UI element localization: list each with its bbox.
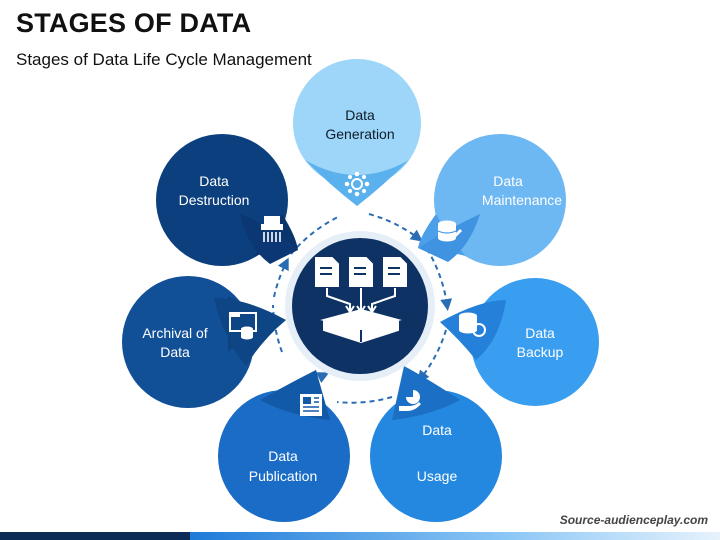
source-credit: Source-audienceplay.com — [559, 513, 708, 527]
stage-usage-line1: Data — [422, 422, 452, 438]
stage-publication: Data Publication — [218, 370, 350, 522]
center-hub — [285, 231, 435, 381]
stage-publication-line1: Data — [268, 448, 298, 464]
stage-maintenance-line2: Maintenance — [482, 192, 562, 208]
stage-archival-line1: Archival of — [142, 325, 207, 341]
stage-generation-line1: Data — [345, 107, 375, 123]
stage-destruction-line1: Data — [199, 173, 229, 189]
folder-database-icon — [229, 312, 257, 340]
stage-destruction: Data Destruction — [156, 134, 298, 266]
page-title: STAGES OF DATA — [16, 8, 252, 38]
stage-archival-line2: Data — [160, 344, 190, 360]
bottom-bar-gradient-segment — [190, 532, 720, 540]
stage-destruction-line2: Destruction — [179, 192, 250, 208]
shredder-icon — [261, 216, 283, 242]
hand-pie-chart-icon — [399, 390, 421, 411]
stage-usage: Data Usage — [370, 366, 502, 522]
stage-generation: Data Generation — [293, 59, 421, 206]
database-wrench-icon — [437, 220, 463, 242]
network-gear-icon — [344, 171, 370, 197]
database-refresh-icon — [459, 312, 486, 337]
stage-backup: Data Backup — [440, 278, 599, 406]
page-subtitle: Stages of Data Life Cycle Management — [16, 50, 312, 69]
newspaper-icon — [300, 394, 322, 416]
stage-publication-line2: Publication — [249, 468, 318, 484]
bottom-bar-dark-segment — [0, 532, 190, 540]
stage-usage-line2: Usage — [417, 468, 458, 484]
stage-backup-line2: Backup — [517, 344, 564, 360]
stage-generation-line2: Generation — [325, 126, 394, 142]
stage-maintenance-line1: Data — [493, 173, 523, 189]
bottom-accent-bar — [0, 532, 720, 540]
documents-to-box-icon — [315, 257, 407, 344]
stage-archival: Archival of Data — [122, 276, 286, 408]
stage-maintenance: Data Maintenance — [418, 134, 566, 266]
stage-backup-line1: Data — [525, 325, 555, 341]
